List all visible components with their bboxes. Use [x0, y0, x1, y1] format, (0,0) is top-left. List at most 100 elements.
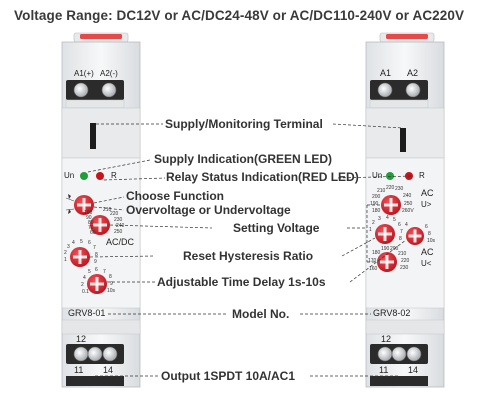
svg-text:7: 7	[400, 229, 403, 235]
left-terminal-14-label: 14	[103, 365, 113, 375]
left-screw-a1[interactable]	[73, 82, 89, 98]
svg-text:0.1: 0.1	[82, 289, 89, 295]
svg-text:2: 2	[81, 282, 84, 288]
svg-text:5: 5	[80, 239, 83, 245]
svg-text:220: 220	[386, 185, 395, 191]
left-led-r-label: R	[111, 171, 117, 180]
svg-text:10s: 10s	[427, 238, 436, 244]
right-screw-14[interactable]	[406, 346, 422, 362]
callout-choose-function-2: Overvoltage or Undervoltage	[126, 203, 291, 217]
left-model-label: GRV8-01	[68, 308, 105, 318]
left-terminal-a1-label: A1(+)	[74, 69, 94, 78]
right-led-un-label: Un	[372, 171, 382, 180]
right-ac-bottom-label: AC	[421, 247, 434, 257]
svg-text:60: 60	[90, 230, 96, 236]
right-led-r-label: R	[419, 171, 425, 180]
right-terminal-11-label: 11	[379, 365, 388, 375]
right-model-label: GRV8-02	[373, 308, 410, 318]
svg-text:210: 210	[103, 207, 112, 213]
svg-text:170: 170	[368, 258, 377, 264]
callout-supply-indication: Supply Indication(GREEN LED)	[154, 152, 332, 166]
right-hysteresis-knob[interactable]	[375, 224, 395, 244]
svg-text:7: 7	[93, 245, 96, 251]
svg-text:5: 5	[88, 269, 91, 275]
right-terminal-14-label: 14	[408, 365, 418, 375]
left-screw-11[interactable]	[87, 346, 103, 362]
svg-text:180: 180	[372, 208, 381, 214]
left-red-led	[96, 172, 104, 180]
right-ac-top-label: AC	[421, 188, 434, 198]
left-function-scale	[65, 194, 75, 214]
left-voltage-scale: 100 90 80 70 60 210 220 230 240 250	[84, 207, 125, 236]
right-lower-voltage-knob[interactable]	[377, 252, 397, 272]
svg-text:100: 100	[84, 210, 93, 216]
callout-supply-terminal: Supply/Monitoring Terminal	[165, 117, 323, 131]
right-time-scale: 6 8 10s 4	[405, 222, 436, 244]
callout-time-delay: Adjustable Time Delay 1s-10s	[157, 275, 326, 289]
svg-text:250: 250	[404, 201, 413, 207]
left-function-knob[interactable]	[74, 195, 94, 215]
svg-text:240: 240	[116, 223, 125, 229]
svg-text:9: 9	[94, 259, 97, 265]
right-device: A1 A2 Un R 210 220 230 200 190 180 240 2…	[365, 32, 445, 388]
right-screw-11[interactable]	[391, 346, 407, 362]
svg-text:220: 220	[110, 211, 119, 217]
svg-text:90: 90	[86, 215, 92, 221]
svg-text:10s: 10s	[107, 288, 116, 294]
right-screw-a1[interactable]	[377, 82, 393, 98]
left-screw-14[interactable]	[102, 346, 118, 362]
left-green-led	[80, 172, 88, 180]
svg-text:190: 190	[370, 201, 379, 207]
right-screw-12[interactable]	[377, 346, 393, 362]
callout-choose-function-1: Choose Function	[126, 189, 224, 203]
svg-text:4: 4	[72, 240, 75, 246]
right-u-under-symbol: U<	[421, 259, 432, 268]
right-upper-voltage-knob[interactable]	[381, 195, 401, 215]
right-hysteresis-scale: 2 3 4 5 6 7 8 1	[369, 215, 403, 242]
left-screw-12[interactable]	[73, 346, 89, 362]
svg-text:260V: 260V	[402, 208, 414, 214]
right-terminal-a2-label: A2	[407, 68, 418, 78]
left-voltage-knob[interactable]	[90, 215, 110, 235]
left-device: A1(+) A2(-) Un R	[61, 32, 141, 388]
right-screw-a2[interactable]	[405, 82, 421, 98]
left-terminal-a2-label: A2(-)	[100, 69, 118, 78]
left-hysteresis-knob[interactable]	[70, 247, 90, 267]
left-screw-a2[interactable]	[101, 82, 117, 98]
callout-reset-hysteresis: Reset Hysteresis Ratio	[183, 249, 313, 263]
right-u-over-symbol: U>	[421, 200, 432, 209]
svg-text:190: 190	[381, 246, 390, 252]
svg-text:6: 6	[88, 240, 91, 246]
svg-text:160: 160	[369, 266, 378, 272]
svg-text:210: 210	[377, 188, 386, 194]
svg-text:210: 210	[398, 251, 407, 257]
svg-text:250: 250	[114, 229, 123, 235]
left-terminal-11-label: 11	[74, 365, 83, 375]
svg-text:4: 4	[386, 215, 389, 221]
left-led-un-label: Un	[64, 171, 74, 180]
svg-text:230: 230	[114, 217, 123, 223]
svg-text:7: 7	[103, 269, 106, 275]
svg-text:220: 220	[401, 258, 410, 264]
svg-text:230: 230	[400, 265, 409, 271]
left-acdc-label: AC/DC	[106, 237, 135, 247]
svg-text:200: 200	[372, 194, 381, 200]
svg-text:8: 8	[428, 231, 431, 237]
svg-text:9: 9	[110, 281, 113, 287]
svg-text:2: 2	[372, 220, 375, 226]
right-time-delay-knob[interactable]	[406, 227, 424, 245]
page-title: Voltage Range: DC12V or AC/DC24-48V or A…	[14, 8, 465, 23]
svg-text:1: 1	[64, 257, 67, 263]
svg-text:4: 4	[83, 275, 86, 281]
svg-text:8: 8	[95, 252, 98, 258]
svg-text:80: 80	[88, 220, 94, 226]
callout-relay-status: Relay Status Indication(RED LED)	[166, 170, 359, 184]
svg-text:1: 1	[369, 227, 372, 233]
left-time-delay-knob[interactable]	[87, 274, 107, 294]
svg-text:4: 4	[405, 222, 408, 228]
svg-text:3: 3	[67, 244, 70, 250]
right-terminal-12-label: 12	[381, 334, 391, 344]
left-hysteresis-scale: 3 4 5 6 7 8 9 2 1	[64, 239, 98, 265]
svg-text:3: 3	[378, 216, 381, 222]
